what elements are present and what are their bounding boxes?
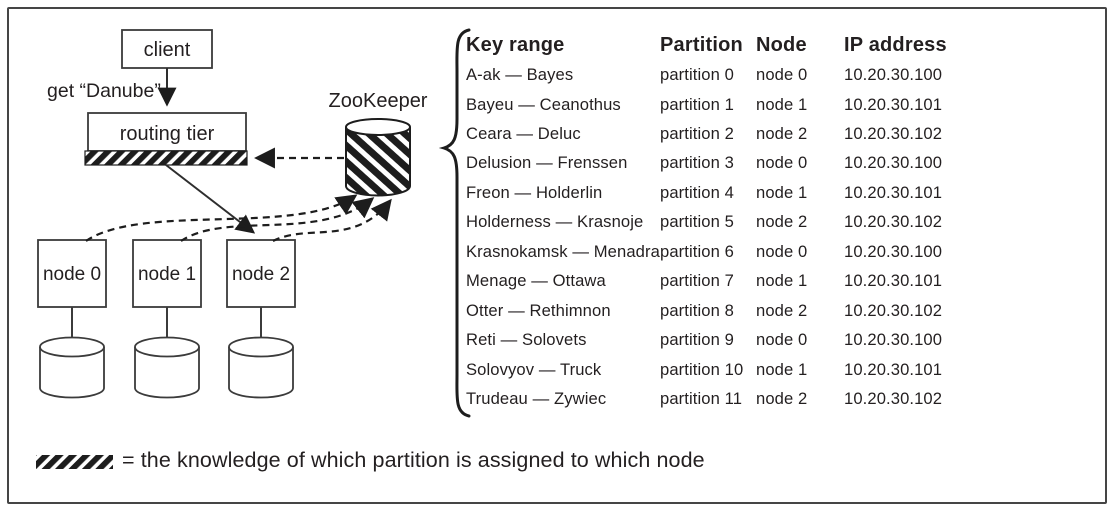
request-label: get “Danube”	[47, 80, 161, 102]
table-cell-node: node 0	[756, 241, 808, 261]
legend-text: = the knowledge of which partition is as…	[122, 448, 705, 472]
table-cell-key-range: Trudeau — Zywiec	[466, 388, 607, 408]
node0-to-zookeeper-arrow	[85, 194, 358, 242]
table-cell-partition: partition 3	[660, 153, 734, 173]
table-cell-node: node 1	[756, 271, 808, 291]
table-cell-key-range: Krasnokamsk — Menadra	[466, 241, 660, 261]
table-cell-ip: 10.20.30.100	[844, 330, 943, 350]
table-cell-node: node 1	[756, 94, 808, 114]
table-cell-ip: 10.20.30.100	[844, 65, 943, 85]
node1-to-zookeeper-arrow	[180, 197, 375, 242]
table-brace	[438, 28, 471, 418]
table-cell-key-range: Holderness — Krasnoje	[466, 212, 644, 232]
table-cell-partition: partition 6	[660, 241, 734, 261]
table-cell-key-range: Otter — Rethimnon	[466, 300, 611, 320]
table-cell-node: node 0	[756, 65, 808, 85]
table-cell-key-range: Ceara — Deluc	[466, 124, 581, 144]
header-key-range: Key range	[466, 34, 565, 57]
table-cell-key-range: A-ak — Bayes	[466, 65, 574, 85]
table-cell-ip: 10.20.30.101	[844, 271, 943, 291]
table-cell-partition: partition 10	[660, 359, 744, 379]
node2-label: node 2	[232, 264, 290, 285]
node0-label: node 0	[43, 264, 101, 285]
table-cell-node: node 2	[756, 388, 808, 408]
table-cell-partition: partition 2	[660, 124, 734, 144]
table-cell-ip: 10.20.30.101	[844, 182, 943, 202]
table-cell-node: node 1	[756, 359, 808, 379]
table-cell-node: node 0	[756, 330, 808, 350]
table-cell-key-range: Solovyov — Truck	[466, 359, 602, 379]
table-cell-node: node 0	[756, 153, 808, 173]
table-cell-partition: partition 0	[660, 65, 734, 85]
table-cell-ip: 10.20.30.101	[844, 94, 943, 114]
table-cell-node: node 2	[756, 300, 808, 320]
table-cell-key-range: Freon — Holderlin	[466, 182, 603, 202]
table-cell-ip: 10.20.30.102	[844, 388, 943, 408]
node0-database-cylinder	[39, 336, 105, 399]
zookeeper-label: ZooKeeper	[329, 90, 428, 112]
client-label: client	[144, 39, 191, 61]
partition-assignment-table: Key range Partition Node IP address A-ak…	[466, 31, 966, 414]
table-cell-ip: 10.20.30.102	[844, 300, 943, 320]
table-cell-partition: partition 11	[660, 388, 743, 408]
table-cell-partition: partition 8	[660, 300, 734, 320]
table-cell-partition: partition 5	[660, 212, 734, 232]
table-cell-ip: 10.20.30.100	[844, 241, 943, 261]
routing-tier-label: routing tier	[120, 123, 215, 145]
partition-knowledge-bar	[84, 150, 248, 166]
table-cell-partition: partition 1	[660, 94, 734, 114]
table-cell-ip: 10.20.30.100	[844, 153, 943, 173]
table-cell-key-range: Menage — Ottawa	[466, 271, 606, 291]
node0-box	[37, 239, 107, 308]
routing-tier-box	[87, 112, 247, 152]
node1-label: node 1	[138, 264, 196, 285]
table-cell-key-range: Bayeu — Ceanothus	[466, 94, 621, 114]
node1-database-cylinder	[134, 336, 200, 399]
table-cell-ip: 10.20.30.101	[844, 359, 943, 379]
table-cell-key-range: Reti — Solovets	[466, 330, 587, 350]
figure-border	[7, 7, 1107, 504]
table-cell-key-range: Delusion — Frenssen	[466, 153, 628, 173]
table-cell-ip: 10.20.30.102	[844, 124, 943, 144]
routing-to-node2-arrow	[165, 164, 256, 234]
partition-knowledge-swatch-icon	[36, 455, 113, 469]
header-ip-address: IP address	[844, 34, 947, 57]
table-cell-node: node 1	[756, 182, 808, 202]
table-cell-partition: partition 4	[660, 182, 734, 202]
zookeeper-cylinder	[345, 118, 411, 197]
node2-to-zookeeper-arrow	[272, 198, 392, 242]
table-cell-node: node 2	[756, 124, 808, 144]
header-node: Node	[756, 34, 807, 57]
table-cell-ip: 10.20.30.102	[844, 212, 943, 232]
table-cell-node: node 2	[756, 212, 808, 232]
table-cell-partition: partition 7	[660, 271, 734, 291]
node2-database-cylinder	[228, 336, 294, 399]
table-cell-partition: partition 9	[660, 330, 734, 350]
header-partition: Partition	[660, 34, 743, 57]
